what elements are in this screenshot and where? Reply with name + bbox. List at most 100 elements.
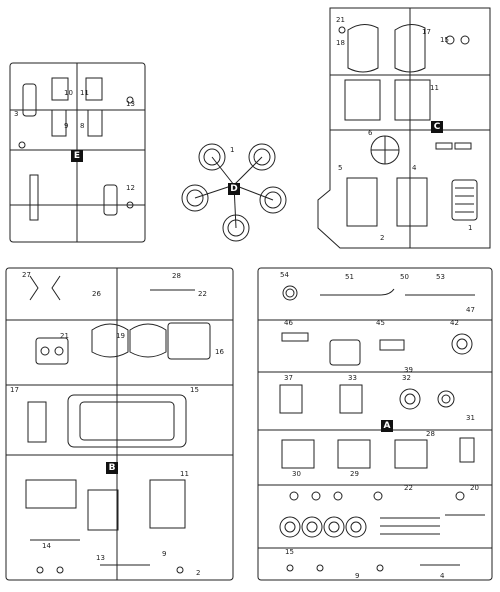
label-b-21: 21 [60,332,69,340]
label-a-31: 31 [466,414,475,422]
part-b-chassis [67,394,187,448]
part-b-door-left [87,489,119,531]
label-a-45: 45 [376,319,385,327]
part-b-engine [35,337,69,365]
part-a-light [399,388,421,410]
tire-a-3 [323,516,345,538]
label-a-20: 20 [470,484,479,492]
part-b-fender-right [129,323,167,358]
sprue-tag-e: E [71,150,83,162]
label-a-15: 15 [285,548,294,556]
label-e-9: 9 [64,122,68,130]
wheel-d-5 [222,214,250,242]
sprue-tag-c: C [431,121,443,133]
label-c-11: 11 [430,84,439,92]
part-c-fender-left [347,24,379,73]
part-c-radiator [451,179,478,221]
label-b-16: 16 [215,348,224,356]
label-e-12: 12 [126,184,135,192]
sprue-c [317,7,491,249]
tire-a-1 [279,516,301,538]
label-e-8: 8 [80,122,84,130]
label-c-15: 15 [440,36,449,44]
label-b-9: 9 [162,550,166,558]
label-b-14: 14 [42,542,51,550]
label-a-30: 30 [292,470,301,478]
part-c-grille-left [346,177,378,227]
label-b-15: 15 [190,386,199,394]
label-e-13: 13 [126,100,135,108]
sprue-d [181,143,287,242]
label-a-33: 33 [348,374,357,382]
part-b-seat [27,401,47,443]
label-a-28: 28 [426,430,435,438]
wheel-d-1 [198,143,226,171]
tire-a-2 [301,516,323,538]
label-b-19: 19 [116,332,125,340]
label-e-10: 10 [64,89,73,97]
label-a-50: 50 [400,273,409,281]
label-e-3: 3 [14,110,18,118]
part-a-seat-left [281,439,315,469]
label-c-1: 1 [468,224,472,232]
label-a-47: 47 [466,306,475,314]
label-b-22: 22 [198,290,207,298]
sprue-c-frame [317,7,491,249]
label-b-11: 11 [180,470,189,478]
label-a-9: 9 [355,572,359,580]
sprue-a [257,267,493,581]
part-c-door-right [394,79,431,121]
part-c-fender-right [394,24,426,73]
sprue-b-frame [5,267,234,581]
part-e-visor-left [22,83,37,117]
sprue-tag-a: A [381,420,393,432]
label-b-28: 28 [172,272,181,280]
part-e-panel-4 [87,109,103,137]
label-c-18: 18 [336,39,345,47]
sprue-tag-d: D [228,183,240,195]
label-e-11: 11 [80,89,89,97]
label-c-2: 2 [380,234,384,242]
label-c-6: 6 [368,129,373,137]
part-a-horn [451,333,473,355]
label-a-22: 22 [404,484,413,492]
wheel-d-2 [248,143,276,171]
label-a-51: 51 [345,273,354,281]
part-e-rod [29,174,39,221]
part-e-panel-2 [85,77,103,101]
label-c-5: 5 [338,164,342,172]
wheel-d-3 [181,184,209,212]
label-d-1: 1 [230,146,234,154]
label-a-39: 39 [404,366,413,374]
part-e-visor-right [103,184,118,216]
label-b-27: 27 [22,271,31,279]
wheel-d-4 [259,186,287,214]
label-a-37: 37 [284,374,293,382]
label-c-21: 21 [336,16,345,24]
part-b-door-right [149,479,186,529]
label-a-46: 46 [284,319,293,327]
sprue-tag-b: B [106,462,118,474]
part-e-panel-3 [51,109,67,137]
label-a-53: 53 [436,273,445,281]
sprue-b [5,267,234,581]
part-b-seat-frame [25,479,77,509]
label-a-32: 32 [402,374,411,382]
label-a-4: 4 [440,572,445,580]
part-e-panel-1 [51,77,69,101]
label-c-17: 17 [422,28,431,36]
sprue-a-frame [257,267,493,581]
tire-a-4 [345,516,367,538]
label-b-17: 17 [10,386,19,394]
part-a-engine [329,339,361,366]
label-b-26: 26 [92,290,101,298]
part-c-door-left [344,79,381,121]
label-b-13: 13 [96,554,105,562]
part-b-dashboard [167,322,211,360]
part-a-seat-right [394,439,428,469]
label-a-54: 54 [280,271,289,279]
sprue-e [9,62,146,243]
label-a-42: 42 [450,319,459,327]
part-b-fender-left [91,323,129,358]
